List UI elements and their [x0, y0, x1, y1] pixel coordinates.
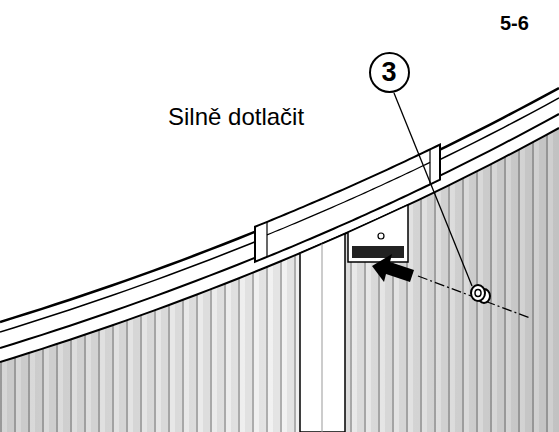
- callout-number: 3: [381, 59, 396, 86]
- rail-cap: [255, 145, 440, 262]
- screw: [471, 285, 490, 303]
- push-arrow: [372, 254, 414, 282]
- leader-line: [394, 93, 472, 286]
- wall-shading: [0, 128, 559, 432]
- post-edge: [322, 244, 323, 432]
- rail-edge: [0, 114, 559, 348]
- rail-edge: [0, 88, 559, 322]
- pool-wall: [0, 128, 559, 432]
- figure-number: 5-6: [500, 12, 529, 34]
- wall-post: [300, 234, 345, 432]
- top-rail: [0, 88, 559, 362]
- screw-hole: [378, 233, 384, 239]
- callout-circle: 3: [369, 52, 410, 93]
- instruction-text: Silně dotlačit: [168, 104, 304, 130]
- axis-line: [418, 276, 530, 318]
- cap-edge: [266, 222, 267, 257]
- bracket-slot: [352, 246, 404, 258]
- cap-edge: [429, 149, 430, 184]
- rail-edge: [0, 128, 559, 362]
- rail-edge: [0, 98, 559, 332]
- cap-fold: [267, 162, 430, 235]
